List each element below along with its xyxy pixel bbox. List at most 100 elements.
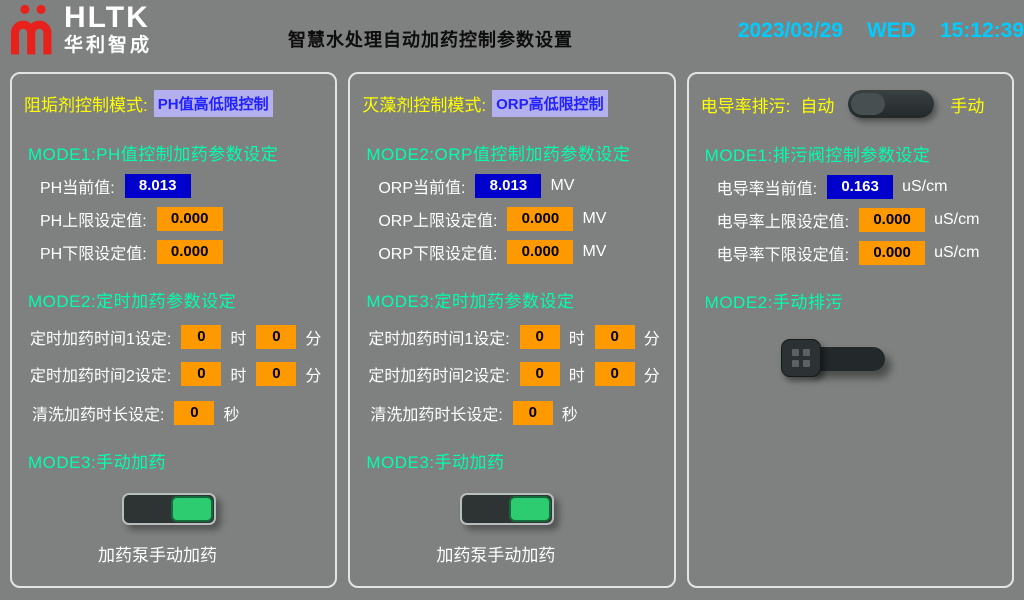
antiscalant-pump-label: 加药泵手动加药 — [98, 546, 217, 565]
datetime: 2023/03/29 WED 15:12:39 — [738, 19, 1024, 43]
logo-text: HLTK 华利智成 — [64, 2, 152, 58]
antiscalant-section1-title: MODE1:PH值控制加药参数设定 — [28, 145, 279, 164]
conductivity-mode-row: 电导率排污: 自动 手动 — [699, 90, 1004, 118]
time-text: 15:12:39 — [939, 19, 1024, 42]
orp-current-label: ORP当前值: — [378, 180, 466, 197]
hour-unit: 时 — [568, 331, 585, 348]
timer2-label: 定时加药时间2设定: — [368, 368, 510, 385]
ph-current-label: PH当前值: — [40, 180, 115, 197]
algaecide-mode-value[interactable]: ORP高低限控制 — [492, 90, 608, 117]
antiscalant-mode-row: 阻垢剂控制模式: PH值高低限控制 — [22, 90, 327, 117]
algaecide-timer2-row: 定时加药时间2设定: 0 时 0 分 — [360, 362, 665, 386]
minute-unit: 分 — [643, 368, 660, 385]
wash-label: 清洗加药时长设定: — [32, 407, 165, 424]
conductivity-upper-input[interactable]: 0.000 — [859, 208, 926, 232]
antiscalant-manual-dosing-toggle[interactable] — [122, 493, 216, 525]
algaecide-section2-title: MODE3:定时加药参数设定 — [366, 292, 575, 311]
wash-label: 清洗加药时长设定: — [370, 407, 503, 424]
algaecide-timer1-row: 定时加药时间1设定: 0 时 0 分 — [360, 325, 665, 349]
panels-container: 阻垢剂控制模式: PH值高低限控制 MODE1:PH值控制加药参数设定 PH当前… — [0, 72, 1024, 588]
antiscalant-section2-title: MODE2:定时加药参数设定 — [28, 292, 237, 311]
logo: HLTK 华利智成 — [6, 2, 152, 60]
mv-unit: MV — [582, 210, 607, 227]
second-unit: 秒 — [561, 407, 578, 424]
conductivity-lower-row: 电导率下限设定值: 0.000 uS/cm — [699, 241, 1004, 265]
algaecide-section1-title: MODE2:ORP值控制加药参数设定 — [366, 145, 631, 164]
orp-lower-input[interactable]: 0.000 — [507, 240, 574, 264]
logo-title: HLTK — [64, 1, 150, 34]
ph-upper-row: PH上限设定值: 0.000 — [22, 207, 327, 231]
orp-upper-input[interactable]: 0.000 — [507, 207, 574, 231]
timer2-minute-input[interactable]: 0 — [256, 362, 297, 386]
wash-duration-input[interactable]: 0 — [174, 401, 215, 425]
date-text: 2023/03/29 — [737, 19, 843, 42]
conductivity-mode-label: 电导率排污: — [700, 96, 791, 116]
hour-unit: 时 — [230, 331, 247, 348]
timer1-minute-input[interactable]: 0 — [256, 325, 297, 349]
hour-unit: 时 — [568, 368, 585, 385]
ph-lower-input[interactable]: 0.000 — [156, 240, 223, 264]
ph-current-value: 8.013 — [124, 174, 191, 198]
auto-manual-toggle[interactable] — [848, 90, 935, 118]
conductivity-section2-title: MODE2:手动排污 — [704, 293, 843, 312]
hltk-logo-icon — [10, 4, 52, 55]
timer1-hour-input[interactable]: 0 — [181, 325, 222, 349]
antiscalant-wash-row: 清洗加药时长设定: 0 秒 — [22, 401, 327, 425]
antiscalant-mode-value[interactable]: PH值高低限控制 — [153, 90, 273, 117]
ph-upper-label: PH上限设定值: — [40, 213, 147, 230]
conductivity-upper-row: 电导率上限设定值: 0.000 uS/cm — [699, 208, 1004, 232]
orp-current-row: ORP当前值: 8.013 MV — [360, 174, 665, 198]
minute-unit: 分 — [305, 331, 322, 348]
panel-conductivity: 电导率排污: 自动 手动 MODE1:排污阀控制参数设定 电导率当前值: 0.1… — [686, 72, 1014, 588]
orp-lower-label: ORP下限设定值: — [378, 246, 498, 263]
timer2-minute-input[interactable]: 0 — [594, 362, 635, 386]
timer1-hour-input[interactable]: 0 — [519, 325, 560, 349]
orp-current-value: 8.013 — [475, 174, 542, 198]
conductivity-lower-label: 电导率下限设定值: — [716, 247, 850, 264]
mv-unit: MV — [582, 243, 607, 260]
manual-label: 手动 — [950, 96, 985, 116]
manual-blowdown-switch[interactable] — [780, 339, 901, 383]
algaecide-mode-row: 灭藻剂控制模式: ORP高低限控制 — [360, 90, 665, 117]
logo-subtitle: 华利智成 — [64, 35, 153, 56]
panel-algaecide: 灭藻剂控制模式: ORP高低限控制 MODE2:ORP值控制加药参数设定 ORP… — [348, 72, 676, 588]
conductivity-current-value: 0.163 — [827, 175, 894, 199]
ph-lower-row: PH下限设定值: 0.000 — [22, 240, 327, 264]
conductivity-lower-input[interactable]: 0.000 — [859, 241, 926, 265]
ph-upper-input[interactable]: 0.000 — [156, 207, 223, 231]
timer2-hour-input[interactable]: 0 — [181, 362, 222, 386]
minute-unit: 分 — [305, 368, 322, 385]
ph-current-row: PH当前值: 8.013 — [22, 174, 327, 198]
toggle-knob — [509, 496, 552, 522]
antiscalant-mode-label: 阻垢剂控制模式: — [24, 96, 148, 115]
panel-antiscalant: 阻垢剂控制模式: PH值高低限控制 MODE1:PH值控制加药参数设定 PH当前… — [10, 72, 338, 588]
timer1-minute-input[interactable]: 0 — [594, 325, 635, 349]
auto-label: 自动 — [800, 96, 835, 116]
algaecide-mode-label: 灭藻剂控制模式: — [362, 96, 487, 115]
antiscalant-timer2-row: 定时加药时间2设定: 0 时 0 分 — [22, 362, 327, 386]
pill-knob — [851, 93, 886, 115]
weekday-text: WED — [866, 19, 916, 42]
conductivity-current-label: 电导率当前值: — [716, 181, 818, 198]
toggle-knob — [171, 496, 213, 522]
timer2-label: 定时加药时间2设定: — [30, 368, 172, 385]
mv-unit: MV — [550, 177, 575, 194]
antiscalant-section3-title: MODE3:手动加药 — [28, 453, 167, 472]
grid-icon — [780, 339, 821, 377]
conductivity-section1-title: MODE1:排污阀控制参数设定 — [704, 146, 931, 165]
uscm-unit: uS/cm — [902, 178, 948, 195]
algaecide-manual-dosing-toggle[interactable] — [460, 493, 555, 525]
antiscalant-timer1-row: 定时加药时间1设定: 0 时 0 分 — [22, 325, 327, 349]
hour-unit: 时 — [230, 368, 247, 385]
orp-lower-row: ORP下限设定值: 0.000 MV — [360, 240, 665, 264]
page-title: 智慧水处理自动加药控制参数设置 — [288, 30, 573, 50]
ph-lower-label: PH下限设定值: — [40, 246, 147, 263]
uscm-unit: uS/cm — [934, 244, 980, 261]
wash-duration-input[interactable]: 0 — [512, 401, 553, 425]
timer2-hour-input[interactable]: 0 — [519, 362, 560, 386]
algaecide-wash-row: 清洗加药时长设定: 0 秒 — [360, 401, 665, 425]
second-unit: 秒 — [223, 407, 240, 424]
orp-upper-row: ORP上限设定值: 0.000 MV — [360, 207, 665, 231]
header: HLTK 华利智成 智慧水处理自动加药控制参数设置 2023/03/29 WED… — [0, 0, 1024, 72]
conductivity-current-row: 电导率当前值: 0.163 uS/cm — [699, 175, 1004, 199]
